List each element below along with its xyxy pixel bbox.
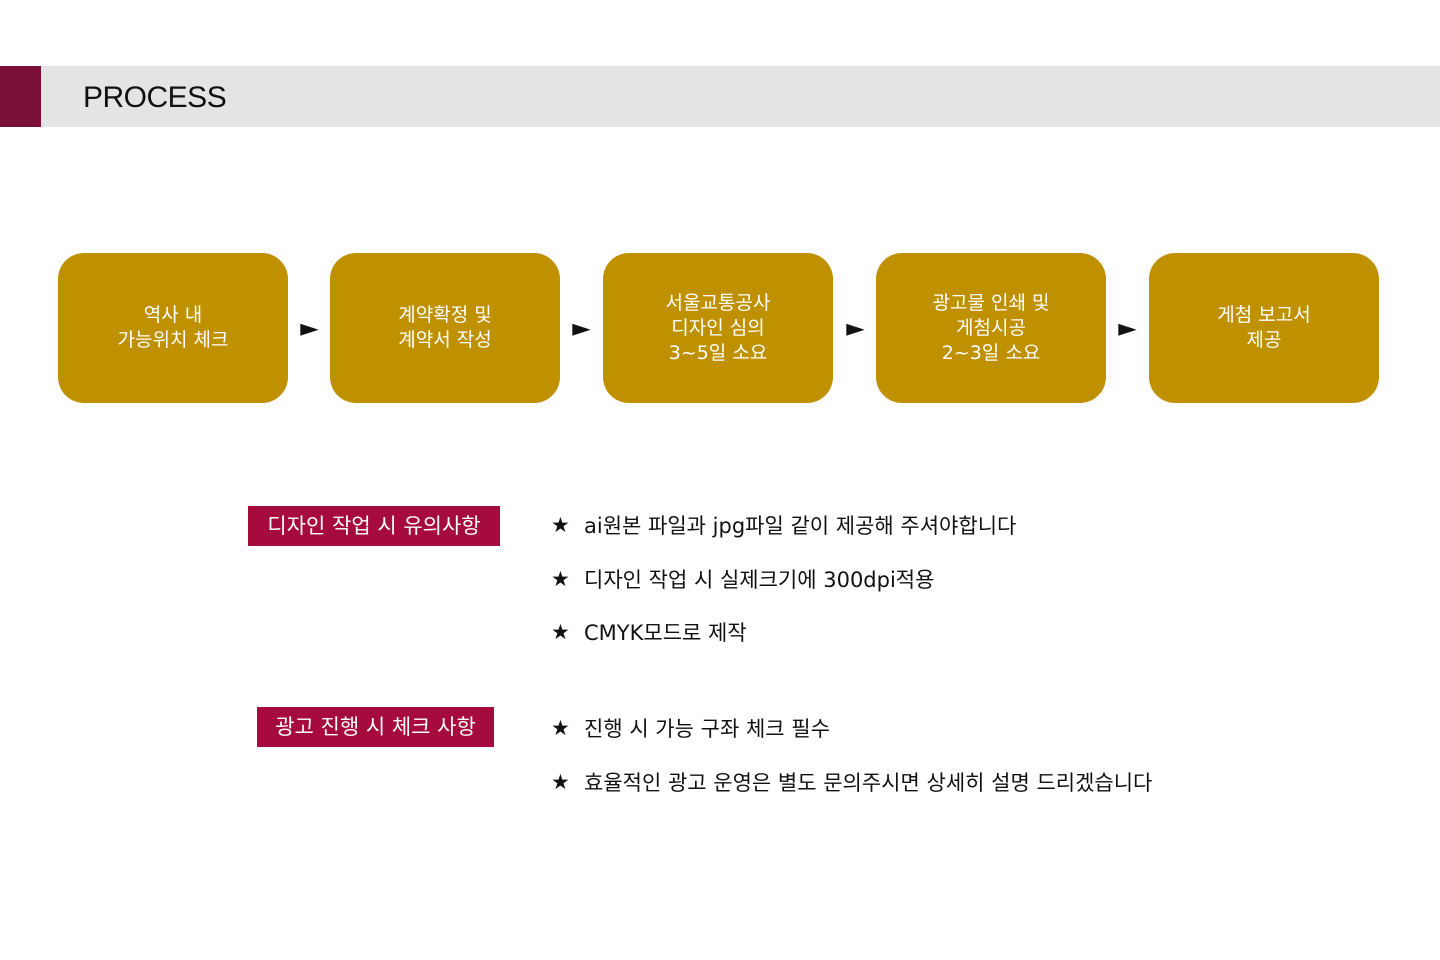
process-step-label: 게첨 보고서 제공 [1217, 304, 1311, 351]
process-step-label: 계약확정 및 계약서 작성 [398, 304, 492, 351]
header-bar: PROCESS [0, 66, 1440, 127]
note-text: 디자인 작업 시 실제크기에 300dpi적용 [584, 568, 935, 592]
process-step-3: 서울교통공사 디자인 심의 3~5일 소요 [603, 253, 833, 403]
process-step-2: 계약확정 및 계약서 작성 [330, 253, 560, 403]
note-text: 진행 시 가능 구좌 체크 필수 [584, 717, 830, 741]
ad-check-item: ★ 효율적인 광고 운영은 별도 문의주시면 상세히 설명 드리겠습니다 [551, 767, 1152, 797]
design-note-item: ★ ai원본 파일과 jpg파일 같이 제공해 주셔야합니다 [551, 510, 1016, 540]
arrow-right-icon: ► [1118, 314, 1137, 342]
process-step-label: 서울교통공사 디자인 심의 3~5일 소요 [665, 291, 771, 364]
process-step-5: 게첨 보고서 제공 [1149, 253, 1379, 403]
arrow-right-icon: ► [572, 314, 591, 342]
page-title: PROCESS [83, 81, 227, 114]
star-icon: ★ [551, 770, 570, 794]
process-step-label: 광고물 인쇄 및 게첨시공 2~3일 소요 [932, 291, 1050, 364]
design-note-item: ★ 디자인 작업 시 실제크기에 300dpi적용 [551, 564, 934, 594]
header-accent [0, 66, 41, 127]
note-text: 효율적인 광고 운영은 별도 문의주시면 상세히 설명 드리겠습니다 [584, 771, 1153, 795]
star-icon: ★ [551, 716, 570, 740]
design-note-item: ★ CMYK모드로 제작 [551, 617, 747, 647]
arrow-right-icon: ► [300, 314, 319, 342]
note-text: ai원본 파일과 jpg파일 같이 제공해 주셔야합니다 [584, 514, 1017, 538]
star-icon: ★ [551, 513, 570, 537]
process-steps: 역사 내 가능위치 체크 ► 계약확정 및 계약서 작성 ► 서울교통공사 디자… [58, 253, 1380, 403]
star-icon: ★ [551, 567, 570, 591]
note-text: CMYK모드로 제작 [584, 621, 747, 645]
process-step-1: 역사 내 가능위치 체크 [58, 253, 288, 403]
design-notes-label: 디자인 작업 시 유의사항 [248, 506, 500, 546]
ad-check-item: ★ 진행 시 가능 구좌 체크 필수 [551, 713, 830, 743]
star-icon: ★ [551, 620, 570, 644]
ad-check-label: 광고 진행 시 체크 사항 [257, 707, 494, 747]
process-step-4: 광고물 인쇄 및 게첨시공 2~3일 소요 [876, 253, 1106, 403]
process-step-label: 역사 내 가능위치 체크 [117, 304, 229, 351]
arrow-right-icon: ► [846, 314, 865, 342]
